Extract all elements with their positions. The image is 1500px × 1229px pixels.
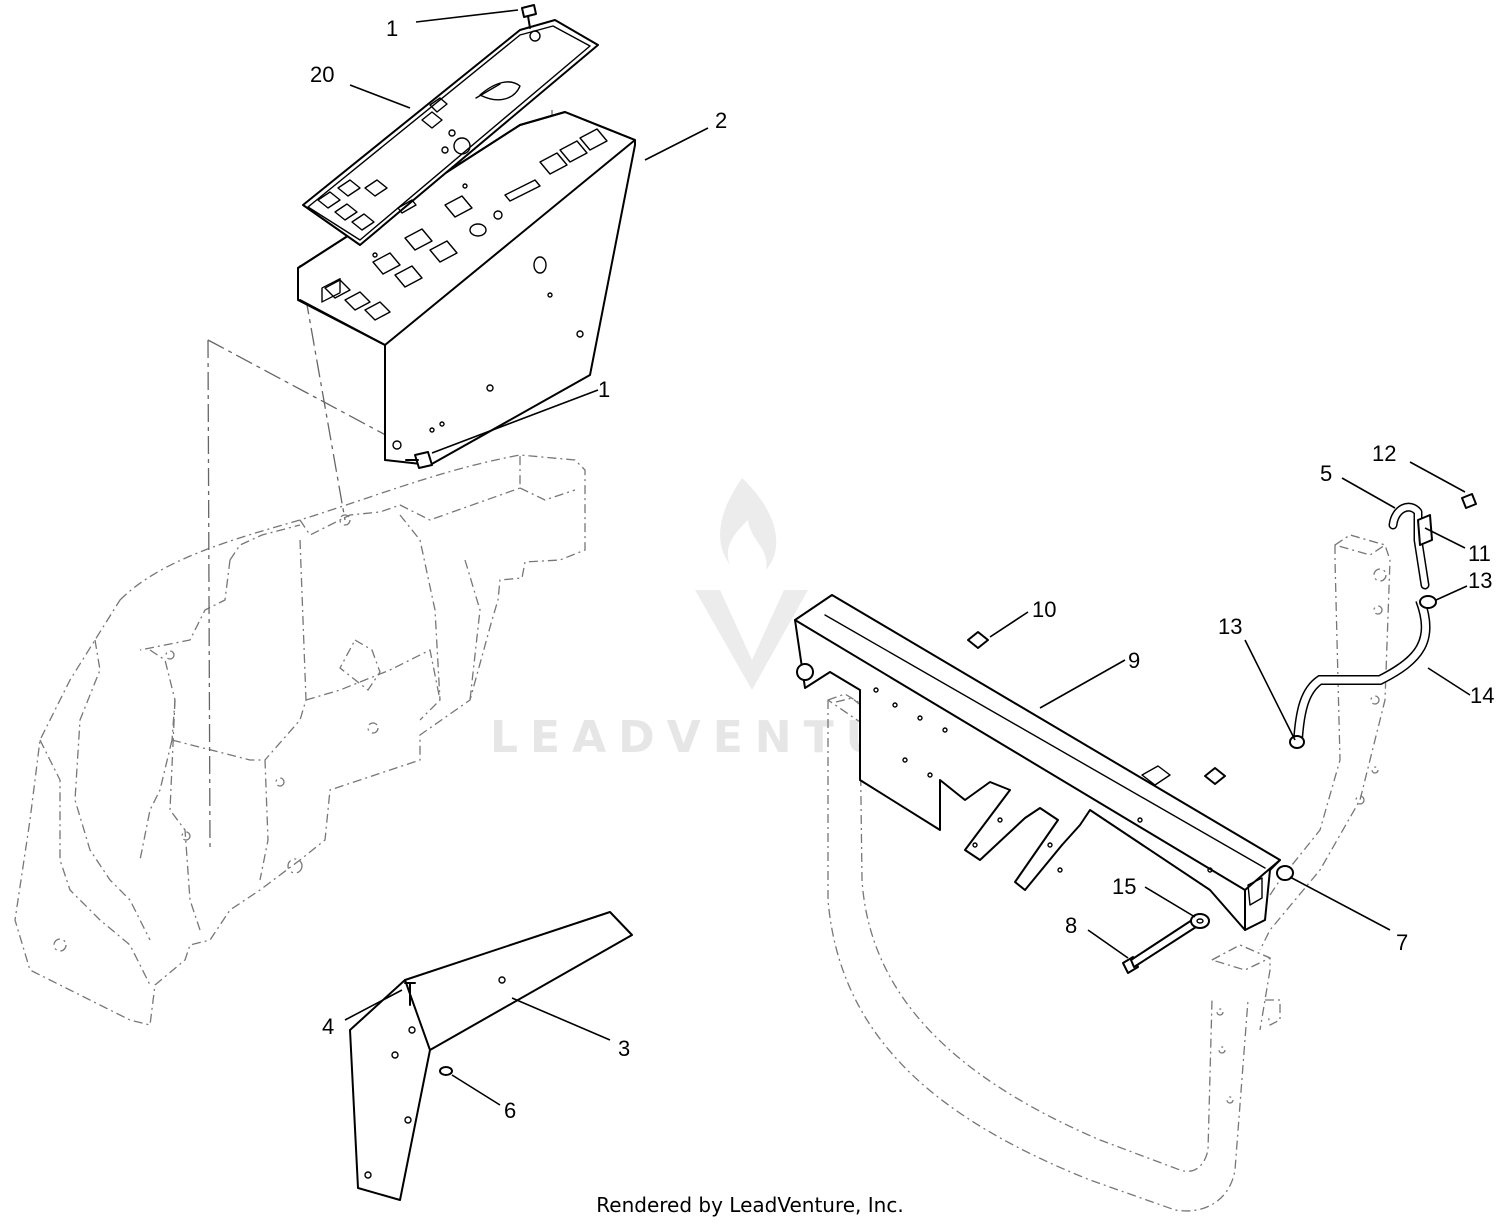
decal-plate-part-20 [302,19,599,246]
console-panel-part-2 [297,111,636,466]
screw-part-1-side [405,451,433,469]
callout-12: 12 [1372,441,1396,466]
callout-10: 10 [1032,597,1056,622]
callout-9: 9 [1128,648,1140,673]
cross-beam-part-9 [794,594,1281,931]
washer-part-15 [1190,913,1210,929]
callout-8: 8 [1065,913,1077,938]
console-cutouts [324,128,608,450]
callout-4: 4 [322,1014,334,1039]
u-frame-outline [827,534,1391,1212]
callout-13-right: 13 [1468,568,1492,593]
callout-6: 6 [504,1098,516,1123]
callout-11: 11 [1468,541,1491,566]
chassis-outline [14,454,586,1026]
callout-14: 14 [1470,683,1494,708]
nut-part-7 [1276,865,1294,881]
callout-20: 20 [310,62,334,87]
nut-part-6 [439,1066,453,1076]
bolt-part-10 [967,631,1226,785]
callout-15: 15 [1112,874,1136,899]
callout-7: 7 [1396,930,1408,955]
callout-1-side: 1 [598,377,610,402]
bracket-part-3 [349,911,633,1201]
callout-1-top: 1 [386,16,398,41]
leader-lines [344,9,1471,1106]
hose-assembly [1289,493,1477,749]
callout-3: 3 [618,1036,630,1061]
bolt-part-8 [1122,919,1197,974]
watermark-logo [695,478,808,690]
callout-2: 2 [715,108,727,133]
callout-5: 5 [1320,461,1332,486]
screw-part-1-top [521,4,537,29]
footer-credit: Rendered by LeadVenture, Inc. [596,1193,904,1217]
callout-13-left: 13 [1218,614,1242,639]
bolt-part-4 [404,982,416,1006]
